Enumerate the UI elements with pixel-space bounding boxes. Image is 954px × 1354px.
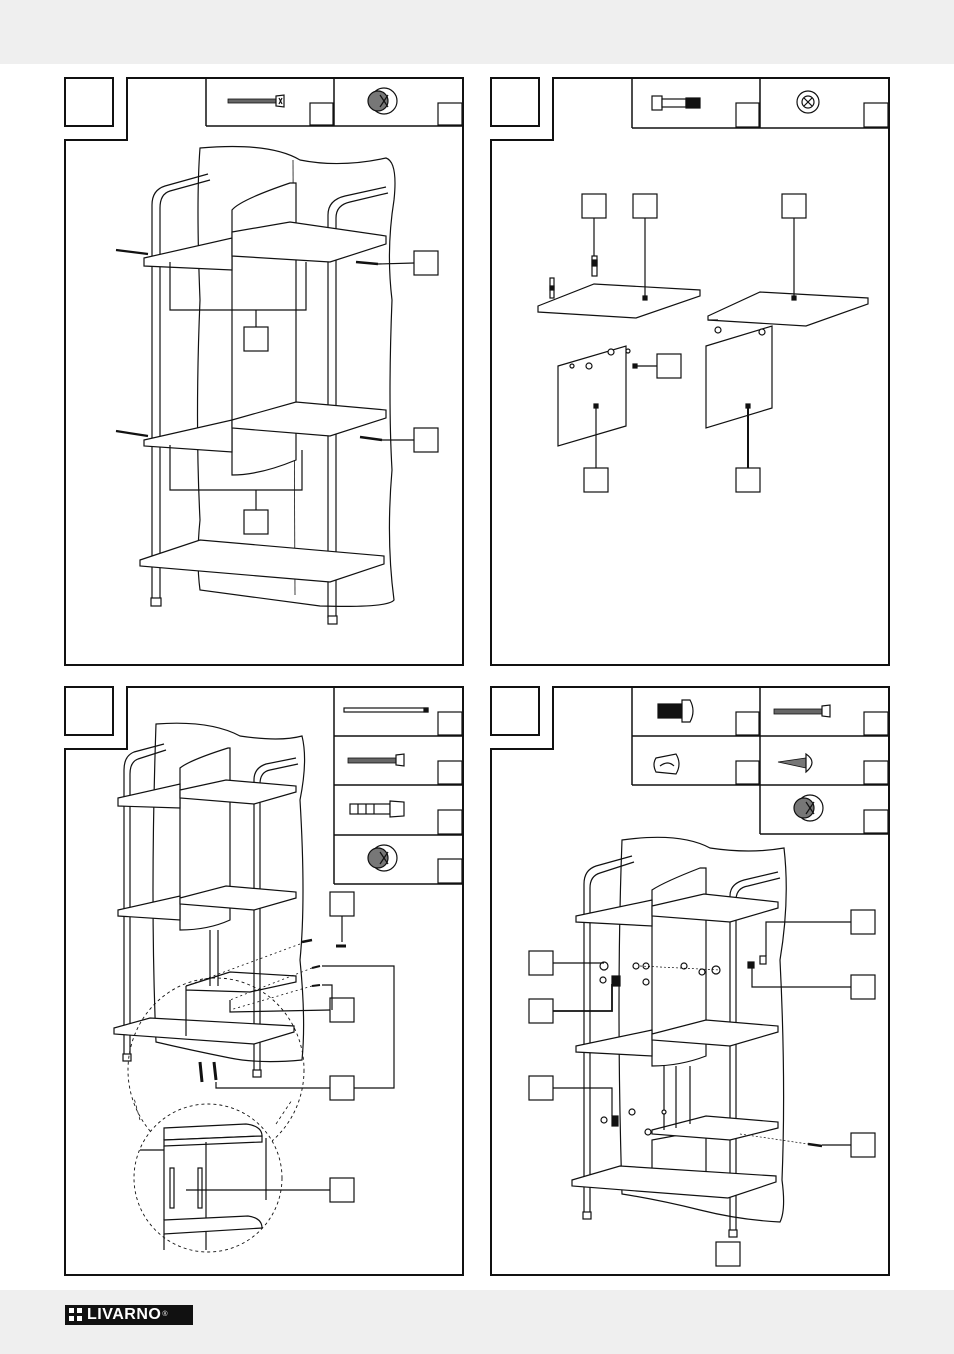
shelf (113, 1017, 295, 1045)
shelf (571, 1165, 777, 1199)
shelf (143, 237, 233, 271)
frame-rail (583, 855, 633, 1214)
shelf (575, 899, 653, 927)
cam-lock-nut-icon (367, 87, 398, 115)
long-screw-icon (773, 704, 831, 718)
frame-rail (327, 186, 387, 618)
callout-box (528, 1075, 554, 1101)
frame-rail (729, 871, 779, 1232)
callout-box (413, 250, 439, 276)
long-screw-icon (347, 753, 405, 767)
shelf (117, 783, 181, 809)
long-screw-icon (355, 260, 379, 266)
long-screw-icon (115, 248, 149, 256)
parts-box (205, 78, 463, 127)
rod-icon (343, 707, 429, 713)
long-screw-icon (359, 435, 383, 442)
callout-box (243, 509, 269, 535)
callout-box (850, 909, 876, 935)
wood-screw-icon (777, 752, 813, 774)
board (705, 325, 773, 429)
step-frame (490, 77, 890, 666)
parts-box (631, 78, 889, 129)
callout-box (528, 950, 554, 976)
parts-box (333, 687, 463, 885)
cam-lock-nut-icon (793, 794, 824, 822)
long-screw-icon (115, 429, 149, 438)
step-frame (64, 686, 464, 1276)
logo-registered-mark: ® (162, 1311, 168, 1318)
shelf (651, 1115, 779, 1141)
step-number-box (64, 77, 114, 127)
cam-lock-nut-icon (599, 961, 609, 984)
parts-box (631, 687, 889, 835)
long-screw-icon (227, 94, 285, 108)
step-number-box (64, 686, 114, 736)
frame-rail (253, 757, 297, 1072)
board (537, 283, 701, 319)
header-band (0, 0, 954, 64)
shelf (143, 419, 233, 453)
step-frame (490, 686, 890, 1276)
livarno-logo: LIVARNO® (65, 1305, 193, 1325)
connector-bolt-icon (657, 699, 694, 723)
livarno-mark-icon (69, 1308, 83, 1322)
callout-box (413, 427, 439, 453)
callout-box (243, 326, 269, 352)
cam-lock-nut-icon (367, 844, 398, 872)
shelf (139, 539, 385, 583)
step-number-box (490, 686, 540, 736)
callout-box (850, 1132, 876, 1158)
step-number-box (490, 77, 540, 127)
clip-icon (653, 753, 680, 775)
callout-box (715, 1241, 741, 1267)
logo-text: LIVARNO (87, 1306, 162, 1323)
frame-rail (151, 173, 209, 600)
plastic-dowel-icon (349, 800, 405, 818)
callout-box (528, 998, 554, 1024)
board (557, 345, 627, 447)
frame-rail (123, 743, 165, 1056)
cam-nut-small-icon (796, 90, 820, 114)
dowel-bolt-icon (651, 95, 701, 111)
dowel-bolt-icon (549, 277, 555, 299)
shelf (575, 1029, 653, 1057)
callout-box (850, 974, 876, 1000)
step-frame (64, 77, 464, 666)
callout-box (329, 1075, 355, 1101)
shelf (117, 895, 181, 921)
